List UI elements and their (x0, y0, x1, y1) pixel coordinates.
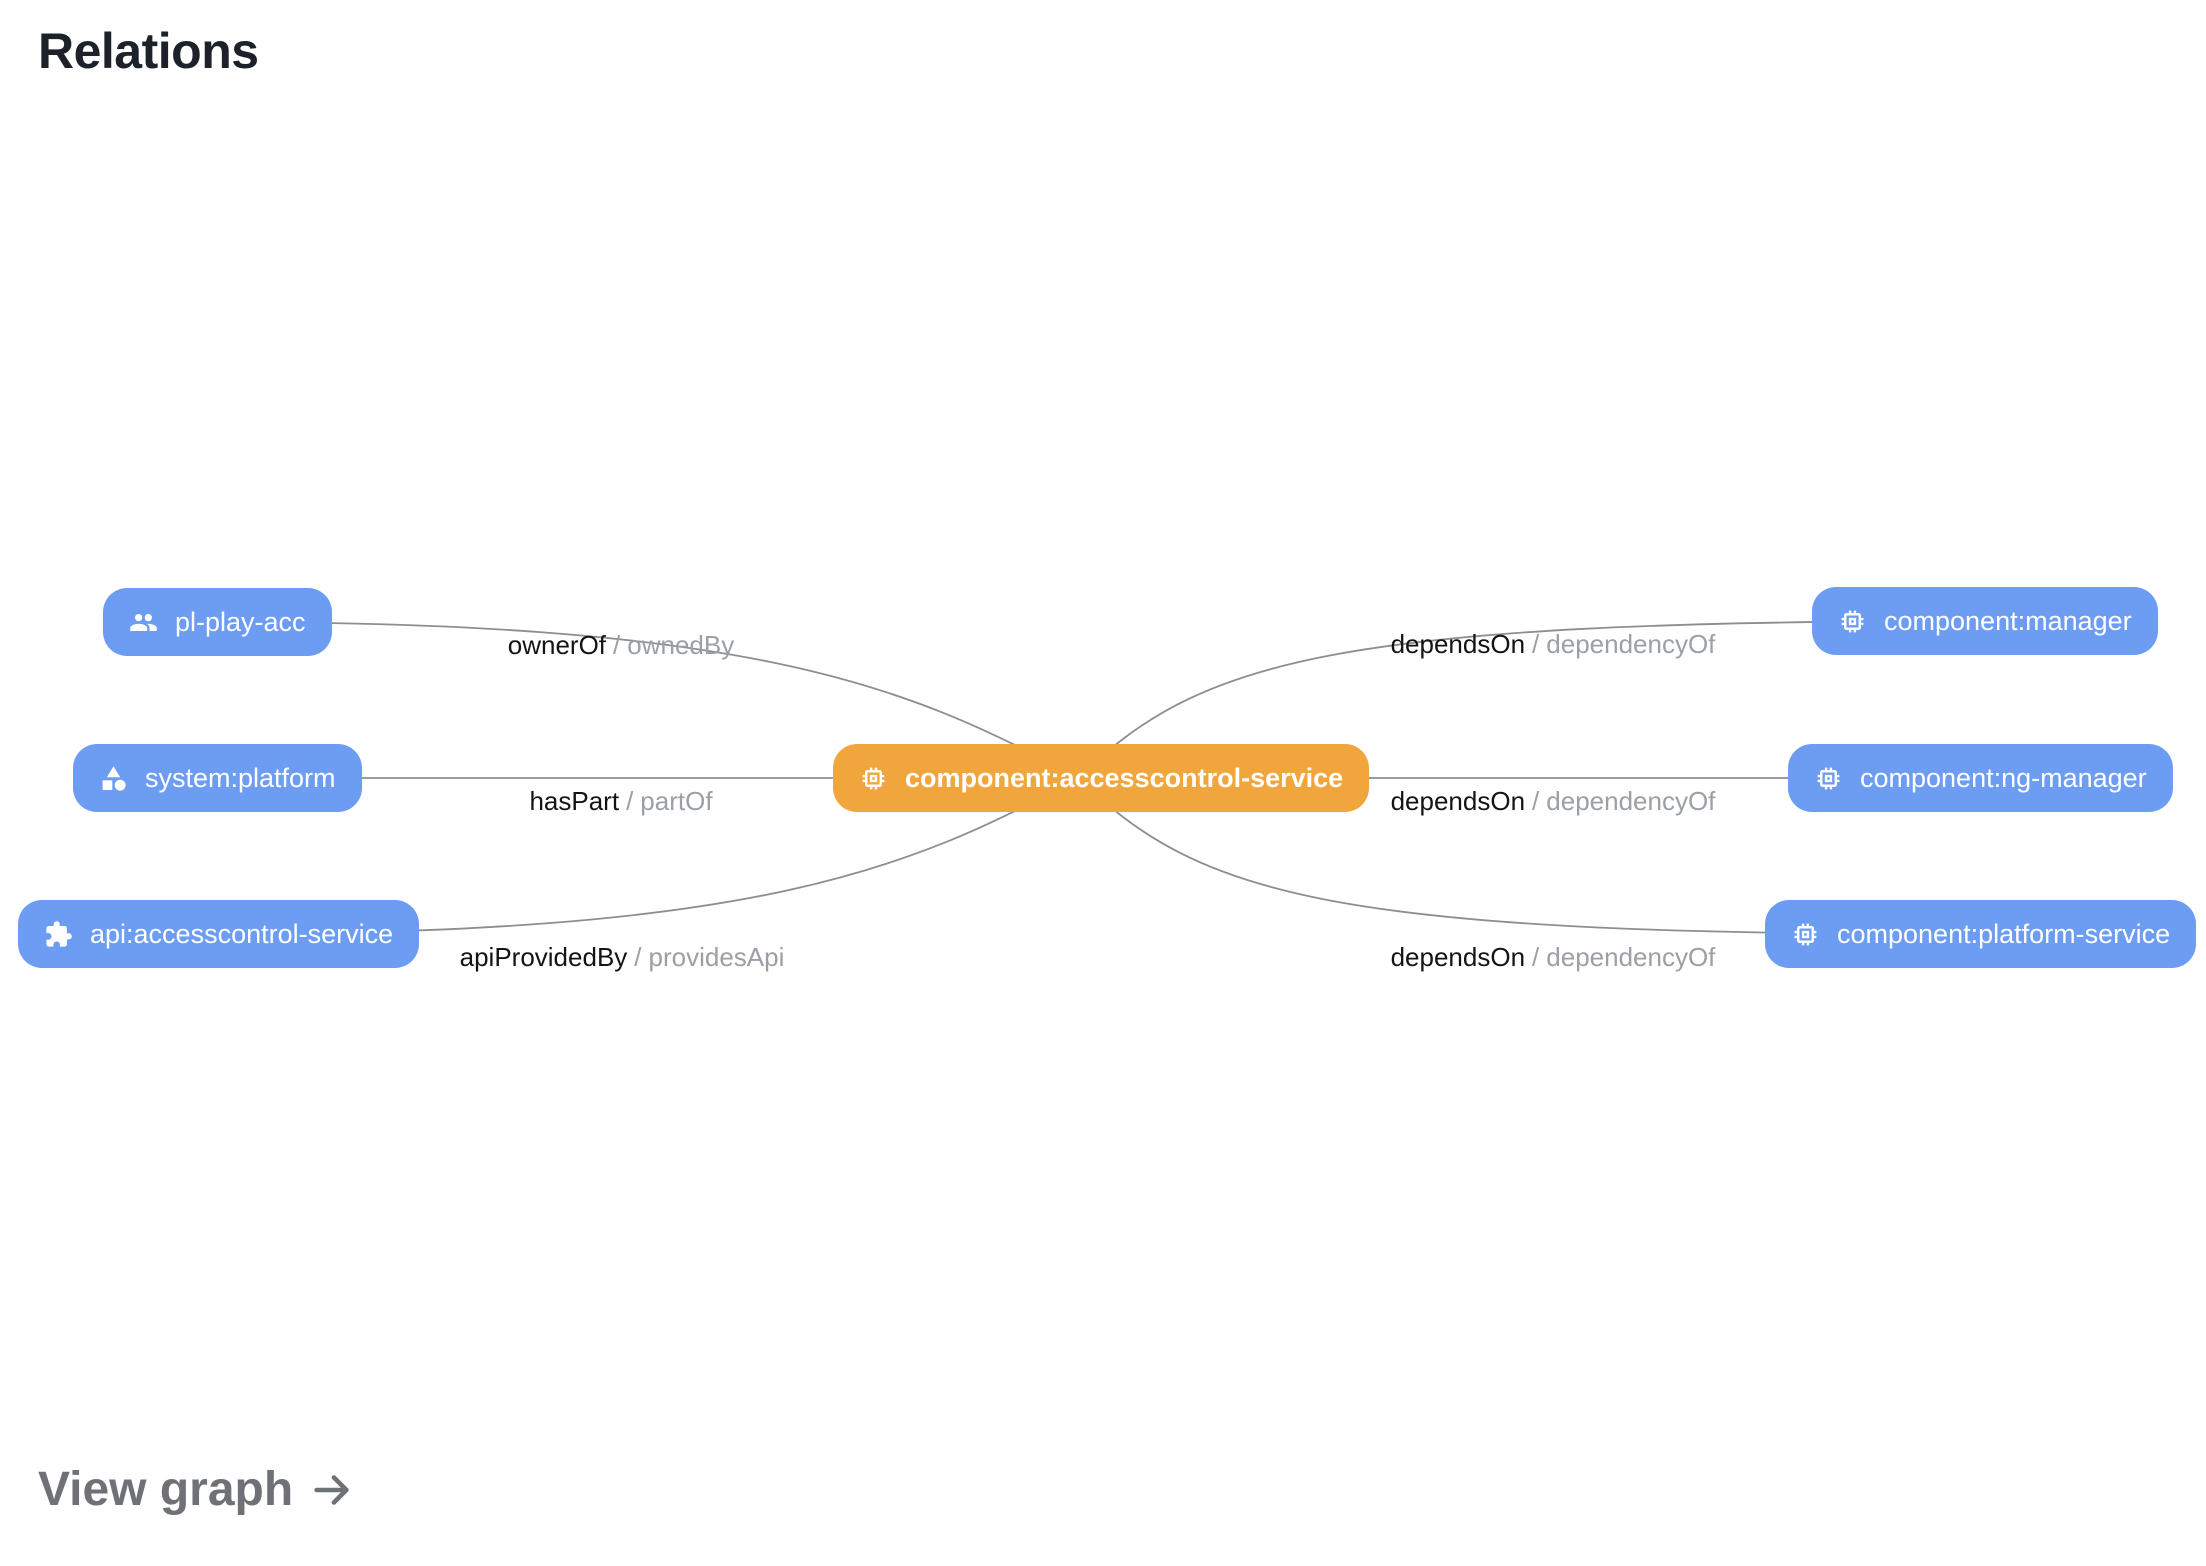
node-api-accesscontrol-service[interactable]: api:accesscontrol-service (18, 900, 420, 968)
node-pl-play-acc[interactable]: pl-play-acc (103, 588, 332, 656)
edge-label-separator: / (1532, 629, 1540, 659)
edge-label-reverse: ownedBy (627, 630, 735, 660)
node-component-accesscontrol-service[interactable]: component:accesscontrol-service (833, 744, 1370, 812)
edge-ownerof-line (214, 621, 1079, 779)
edge-label-forward: dependsOn (1390, 942, 1526, 972)
edge-label-reverse: dependencyOf (1546, 942, 1716, 972)
edge-label-ownerof: ownerOf/ownedBy (508, 630, 734, 661)
edge-label-separator: / (626, 786, 634, 816)
edge-label-forward: apiProvidedBy (459, 942, 628, 972)
edge-label-forward: hasPart (529, 786, 620, 816)
group-people-icon (129, 608, 158, 637)
node-label: component:platform-service (1837, 918, 2171, 949)
page-title: Relations (38, 23, 259, 79)
node-label: pl-play-acc (175, 606, 306, 637)
edge-label-dependson-ngmanager: dependsOn/dependencyOf (1391, 786, 1716, 817)
edge-label-dependson-manager: dependsOn/dependencyOf (1391, 629, 1716, 660)
memory-chip-icon (1838, 607, 1867, 636)
edge-label-separator: / (1532, 786, 1540, 816)
node-system-platform[interactable]: system:platform (73, 744, 362, 812)
edge-label-separator: / (1532, 942, 1540, 972)
edge-label-apiprovidedby: apiProvidedBy/providesApi (460, 942, 785, 973)
edge-label-forward: dependsOn (1390, 629, 1526, 659)
node-label: api:accesscontrol-service (90, 918, 394, 949)
edge-label-reverse: partOf (640, 786, 713, 816)
edge-dependson-manager-line (1077, 620, 1981, 779)
edge-label-forward: dependsOn (1390, 786, 1526, 816)
edge-label-separator: / (634, 942, 642, 972)
edge-label-haspart: hasPart/partOf (529, 786, 712, 817)
node-component-ng-manager[interactable]: component:ng-manager (1788, 744, 2173, 812)
node-component-platform-service[interactable]: component:platform-service (1765, 900, 2197, 968)
edge-label-dependson-platformservice: dependsOn/dependencyOf (1391, 942, 1716, 973)
puzzle-extension-icon (44, 920, 73, 949)
node-label: system:platform (145, 762, 336, 793)
edge-dependson-platformservice-line (1077, 777, 1978, 935)
memory-chip-icon (859, 764, 888, 793)
view-graph-link[interactable]: View graph (38, 1462, 355, 1517)
edge-label-reverse: dependencyOf (1546, 629, 1716, 659)
edge-label-separator: / (613, 630, 621, 660)
node-label: component:accesscontrol-service (905, 762, 1344, 793)
memory-chip-icon (1791, 920, 1820, 949)
memory-chip-icon (1814, 764, 1843, 793)
arrow-right-icon (314, 1474, 349, 1505)
edge-label-reverse: dependencyOf (1546, 786, 1716, 816)
edge-apiprovidedby-line (212, 777, 1079, 935)
edge-label-forward: ownerOf (507, 630, 607, 660)
category-shapes-icon (99, 764, 128, 793)
edge-label-reverse: providesApi (648, 942, 785, 972)
node-component-manager[interactable]: component:manager (1812, 587, 2158, 655)
node-label: component:manager (1884, 605, 2132, 636)
view-graph-label: View graph (38, 1463, 294, 1516)
node-label: component:ng-manager (1860, 762, 2147, 793)
